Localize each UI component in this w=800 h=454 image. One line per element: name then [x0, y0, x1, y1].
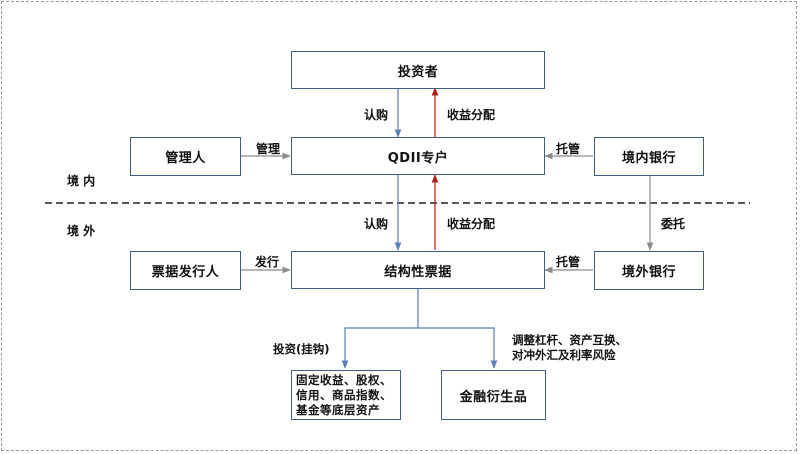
- edge-label-custody-top: 托管: [556, 142, 581, 156]
- edge-label-custody-bottom: 托管: [556, 255, 581, 269]
- region-label-overseas: 境 外: [67, 224, 96, 238]
- edge-label-subscribe-top: 认购: [364, 108, 389, 122]
- node-derivatives: 金融衍生品: [441, 370, 546, 420]
- node-note-issuer: 票据发行人: [130, 251, 241, 290]
- edge-label-income-top: 收益分配: [447, 108, 496, 122]
- node-underlying-assets: 固定收益、股权、 信用、商品指数、 基金等底层资产: [291, 370, 401, 420]
- node-overseas-bank: 境外银行: [594, 251, 704, 290]
- edge-label-adjust: 调整杠杆、资产互换、 对冲外汇及利率风险: [512, 333, 627, 362]
- edge-label-issue: 发行: [255, 255, 280, 269]
- node-investor: 投资者: [291, 51, 545, 89]
- edge-label-income-bottom: 收益分配: [447, 217, 496, 231]
- node-domestic-bank: 境内银行: [594, 137, 704, 176]
- edge-label-subscribe-bottom: 认购: [364, 217, 389, 231]
- edge-label-invest-linked: 投资(挂钩): [273, 342, 330, 356]
- arrow-note-to-assets: [341, 289, 419, 369]
- node-manager: 管理人: [130, 137, 241, 176]
- node-qdii: QDII专户: [291, 137, 545, 175]
- arrow-note-to-derivatives: [418, 327, 498, 369]
- edge-label-manage: 管理: [256, 142, 281, 156]
- edge-label-entrust: 委托: [661, 217, 686, 231]
- node-structured-note: 结构性票据: [291, 251, 545, 289]
- region-label-domestic: 境 内: [67, 174, 96, 188]
